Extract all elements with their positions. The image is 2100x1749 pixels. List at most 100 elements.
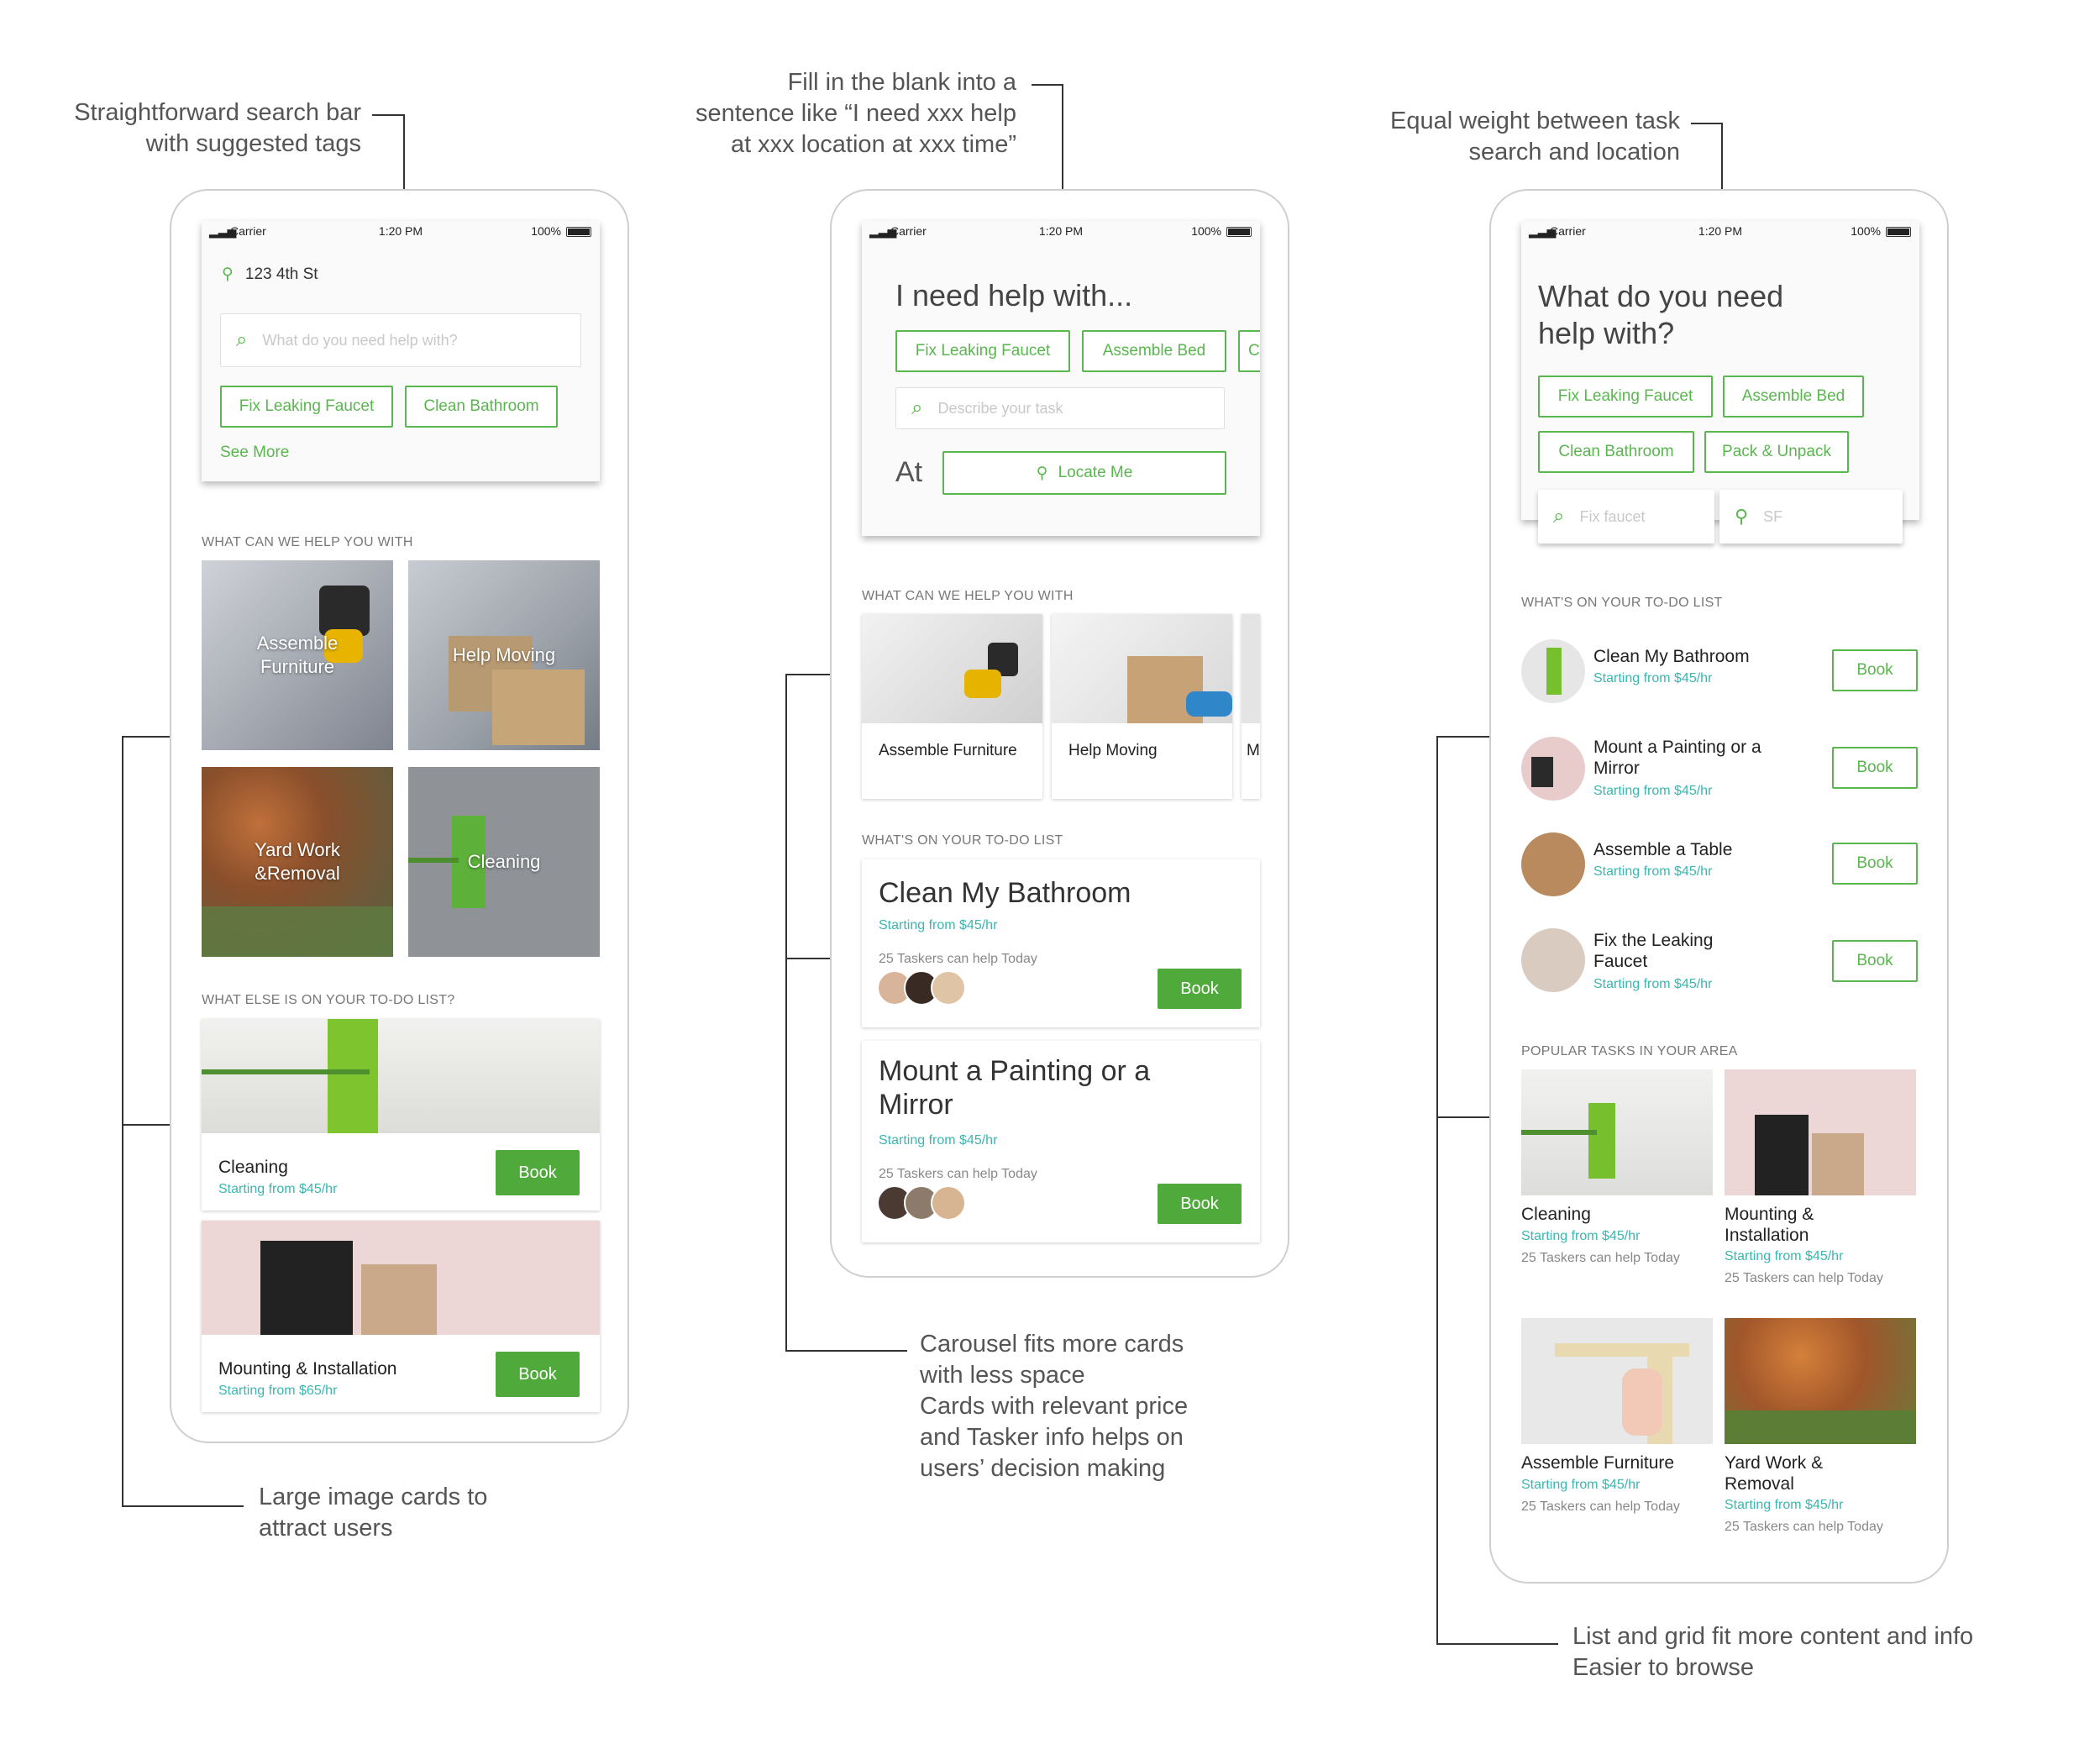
header-panel: ▂▃▅ Carrier 1:20 PM 100% I need help wit… [862,221,1260,536]
grid-item-price: Starting from $45/hr [1725,1249,1844,1263]
tag-partial[interactable]: C [1238,330,1260,372]
book-button[interactable]: Book [1832,940,1918,982]
grid-item-assemble[interactable]: Assemble Furniture Starting from $45/hr … [1521,1318,1713,1545]
task-placeholder: Fix faucet [1579,507,1646,525]
tile-cleaning[interactable]: Cleaning [408,767,600,957]
todo-card-mounting[interactable]: Mounting & Installation Starting from $6… [202,1221,600,1412]
address-row[interactable]: ⚲123 4th St [222,265,318,284]
book-button[interactable]: Book [496,1150,580,1195]
tile-help-moving[interactable]: Help Moving [408,560,600,750]
see-more-link[interactable]: See More [220,444,290,461]
book-button[interactable]: Book [1832,843,1918,885]
tasker-count: 25 Taskers can help Today [1521,1251,1680,1265]
card-image [862,614,1042,723]
search-placeholder: What do you need help with? [262,331,458,349]
todo-card-bathroom[interactable]: Clean My Bathroom Starting from $45/hr 2… [862,859,1260,1027]
tile-label: Cleaning [467,851,541,872]
mop-handle-image [408,858,459,863]
carousel-card-title: Help Moving [1068,742,1158,759]
battery-icon [1226,227,1252,237]
search-input[interactable]: ⌕What do you need help with? [220,313,581,367]
tasker-count: 25 Taskers can help Today [879,952,1037,966]
book-button[interactable]: Book [1832,747,1918,789]
grid-image [1725,1318,1916,1444]
list-item[interactable]: Mount a Painting or a Mirror Starting fr… [1521,728,1919,812]
leader-line [372,114,404,116]
phone-frame-1: ▂▃▅ Carrier 1:20 PM 100% ⚲123 4th St ⌕Wh… [170,189,629,1443]
list-item-price: Starting from $45/hr [1593,864,1713,879]
list-item[interactable]: Fix the Leaking Faucet Starting from $45… [1521,918,1919,1011]
battery-icon [1886,227,1911,237]
tile-yard-work[interactable]: Yard Work &Removal [202,767,393,957]
leader-line [403,114,405,244]
book-button[interactable]: Book [1832,649,1918,691]
leader-line [1721,123,1723,247]
tag-assemble-bed[interactable]: Assemble Bed [1723,376,1864,418]
leader-line [1436,1116,1502,1118]
tag-assemble-bed[interactable]: Assemble Bed [1082,330,1226,372]
list-item[interactable]: Clean My Bathroom Starting from $45/hr B… [1521,636,1919,712]
annotation-carousel: Carousel fits more cards with less space… [920,1331,1189,1482]
section-title-todo: WHAT'S ON YOUR TO-DO LIST [1521,596,1723,610]
drill-image [319,586,370,636]
card-title: Mounting & Installation [218,1359,397,1379]
tag-fix-leaking-faucet[interactable]: Fix Leaking Faucet [220,386,393,428]
annotation-list-grid: List and grid fit more content and info … [1572,1623,1974,1681]
status-bar: ▂▃▅ Carrier 1:20 PM 100% [202,221,600,239]
grid-item-yard-work[interactable]: Yard Work & Removal Starting from $45/hr… [1725,1318,1919,1562]
card-price: Starting from $45/hr [879,1133,998,1148]
todo-card-cleaning[interactable]: Cleaning Starting from $45/hr Book [202,1019,600,1211]
carousel-card-assemble[interactable]: Assemble Furniture [862,614,1042,799]
tile-assemble-furniture[interactable]: Assemble Furniture [202,560,393,750]
book-button[interactable]: Book [496,1352,580,1397]
book-button[interactable]: Book [1158,969,1242,1009]
tag-clean-bathroom[interactable]: Clean Bathroom [405,386,558,428]
section-title-todo: WHAT'S ON YOUR TO-DO LIST [862,833,1063,848]
grid-item-mounting[interactable]: Mounting & Installation Starting from $4… [1725,1069,1919,1305]
tasker-count: 25 Taskers can help Today [1725,1271,1883,1285]
list-thumb [1521,928,1585,992]
list-thumb [1521,639,1585,703]
tag-fix-leaking-faucet[interactable]: Fix Leaking Faucet [1538,376,1713,418]
list-item-title: Fix the Leaking Faucet [1593,931,1714,971]
annotation-fill-blank: Fill in the blank into a sentence like “… [695,69,1016,158]
glove-image [964,670,1001,698]
box-image [492,670,585,745]
carousel-card-moving[interactable]: Help Moving [1052,614,1232,799]
battery-label: 100% [531,224,561,238]
grid-item-cleaning[interactable]: Cleaning Starting from $45/hr 25 Taskers… [1521,1069,1713,1305]
locate-me-button[interactable]: ⚲Locate Me [942,451,1226,495]
carousel-card-title: Assemble Furniture [879,742,1017,759]
glove-image [324,629,363,663]
location-pin-icon: ⚲ [1735,506,1749,527]
grid-item-price: Starting from $45/hr [1521,1229,1641,1243]
signal-icon: ▂▃▅ [869,224,897,238]
list-item-title: Mount a Painting or a Mirror [1593,738,1761,778]
card-price: Starting from $65/hr [218,1384,338,1398]
tile-label: Help Moving [452,644,556,665]
grid-item-title: Assemble Furniture [1521,1453,1675,1473]
list-item-price: Starting from $45/hr [1593,784,1713,798]
tile-label: Yard Work &Removal [255,839,340,884]
carousel-card-title: M [1247,742,1260,759]
tasker-count: 25 Taskers can help Today [1725,1520,1883,1534]
card-title: Mount a Painting or a Mirror [879,1055,1151,1121]
todo-card-painting[interactable]: Mount a Painting or a Mirror Starting fr… [862,1041,1260,1242]
task-search-input[interactable]: ⌕Fix faucet [1538,490,1714,544]
list-item[interactable]: Assemble a Table Starting from $45/hr Bo… [1521,829,1919,905]
signal-icon: ▂▃▅ [209,224,237,238]
tag-clean-bathroom[interactable]: Clean Bathroom [1538,431,1694,473]
section-title-popular: POPULAR TASKS IN YOUR AREA [1521,1044,1738,1058]
book-button[interactable]: Book [1158,1184,1242,1224]
annotation-search-bar: Straightforward search bar with suggeste… [74,99,361,157]
grid-item-price: Starting from $45/hr [1521,1478,1641,1492]
carousel-card-partial[interactable]: M [1242,614,1260,799]
task-input[interactable]: ⌕Describe your task [895,387,1225,429]
tag-pack-unpack[interactable]: Pack & Unpack [1704,431,1849,473]
location-input[interactable]: ⚲SF [1719,490,1903,544]
tag-fix-leaking-faucet[interactable]: Fix Leaking Faucet [895,330,1070,372]
header-panel: ▂▃▅ Carrier 1:20 PM 100% What do you nee… [1521,221,1919,520]
at-label: At [895,456,923,488]
grid-image [1725,1069,1916,1195]
list-thumb [1521,832,1585,896]
